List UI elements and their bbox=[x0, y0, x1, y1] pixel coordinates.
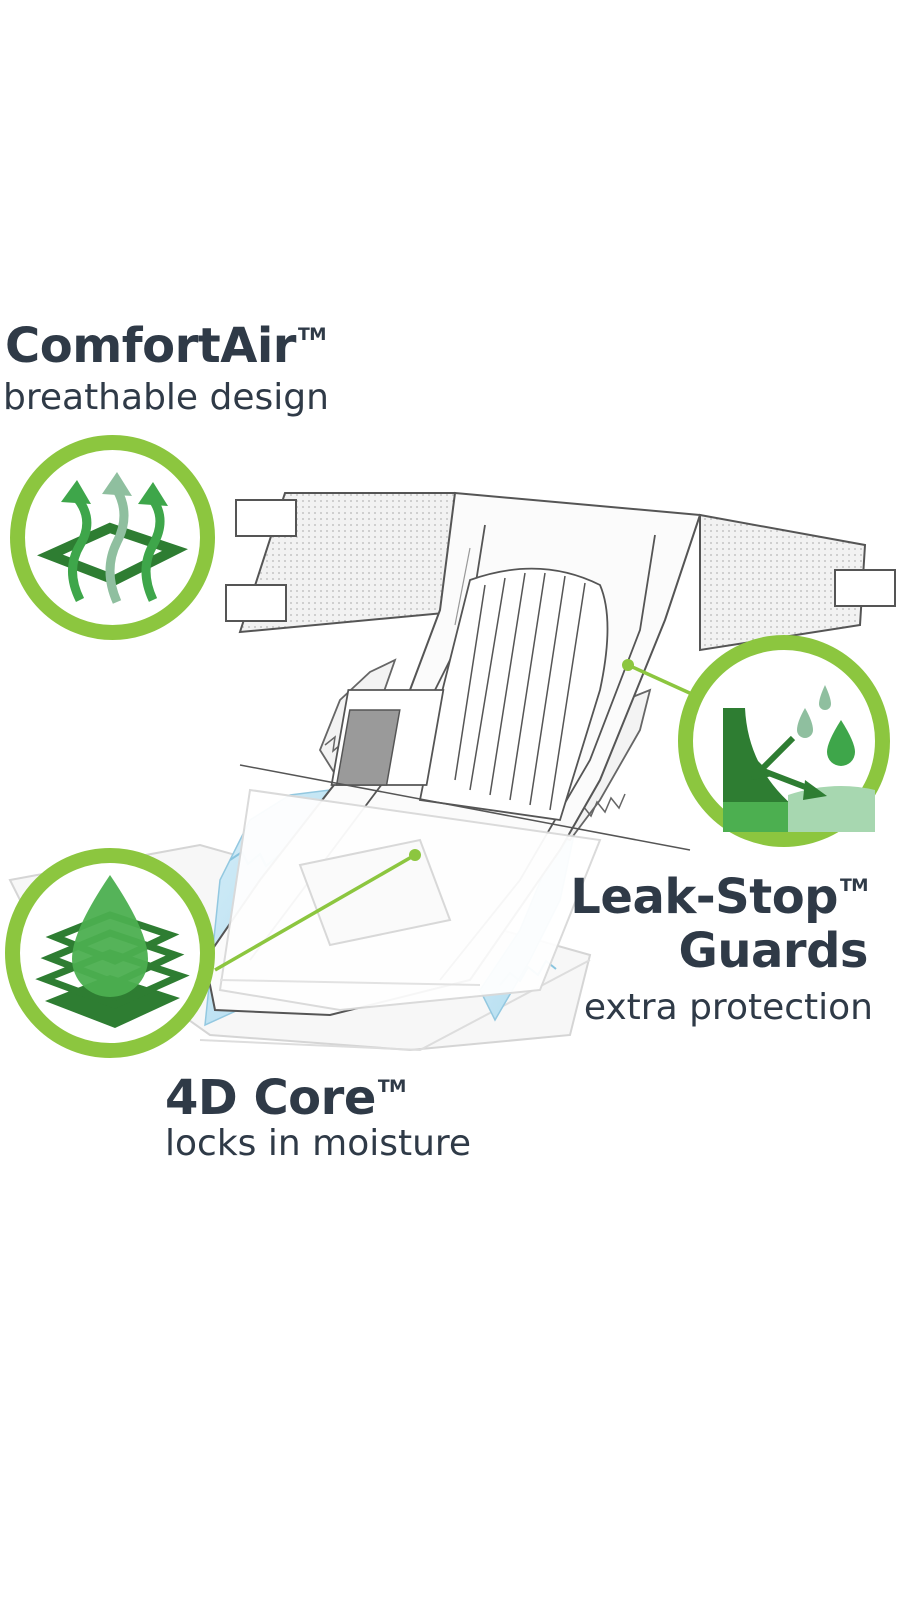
core-badge bbox=[5, 848, 215, 1058]
trademark-mark: TM bbox=[297, 324, 326, 345]
core-leader-line bbox=[214, 853, 416, 972]
fastener-tab-left-bottom bbox=[225, 584, 287, 622]
trademark-mark: TM bbox=[840, 875, 868, 896]
absorbent-body bbox=[203, 491, 702, 1017]
fastener-tab-right bbox=[834, 569, 896, 607]
layered-core-droplet-icon bbox=[35, 875, 190, 1028]
leakstop-title-line2: Guards bbox=[678, 923, 868, 979]
fastener-tab-left-top bbox=[235, 499, 297, 537]
trademark-mark: TM bbox=[377, 1076, 406, 1097]
leakstop-leader-dot bbox=[622, 659, 634, 671]
comfortair-subtitle: breathable design bbox=[3, 377, 329, 418]
breathable-airflow-icon bbox=[37, 472, 188, 604]
leakstop-subtitle: extra protection bbox=[583, 987, 873, 1028]
core-leader-dot bbox=[409, 849, 421, 861]
leader-lines bbox=[214, 659, 706, 972]
comfortair-badge bbox=[10, 435, 215, 640]
leak-guard-droplets-icon bbox=[723, 685, 875, 832]
core-subtitle: locks in moisture bbox=[165, 1123, 472, 1164]
leakstop-badge bbox=[678, 635, 890, 847]
